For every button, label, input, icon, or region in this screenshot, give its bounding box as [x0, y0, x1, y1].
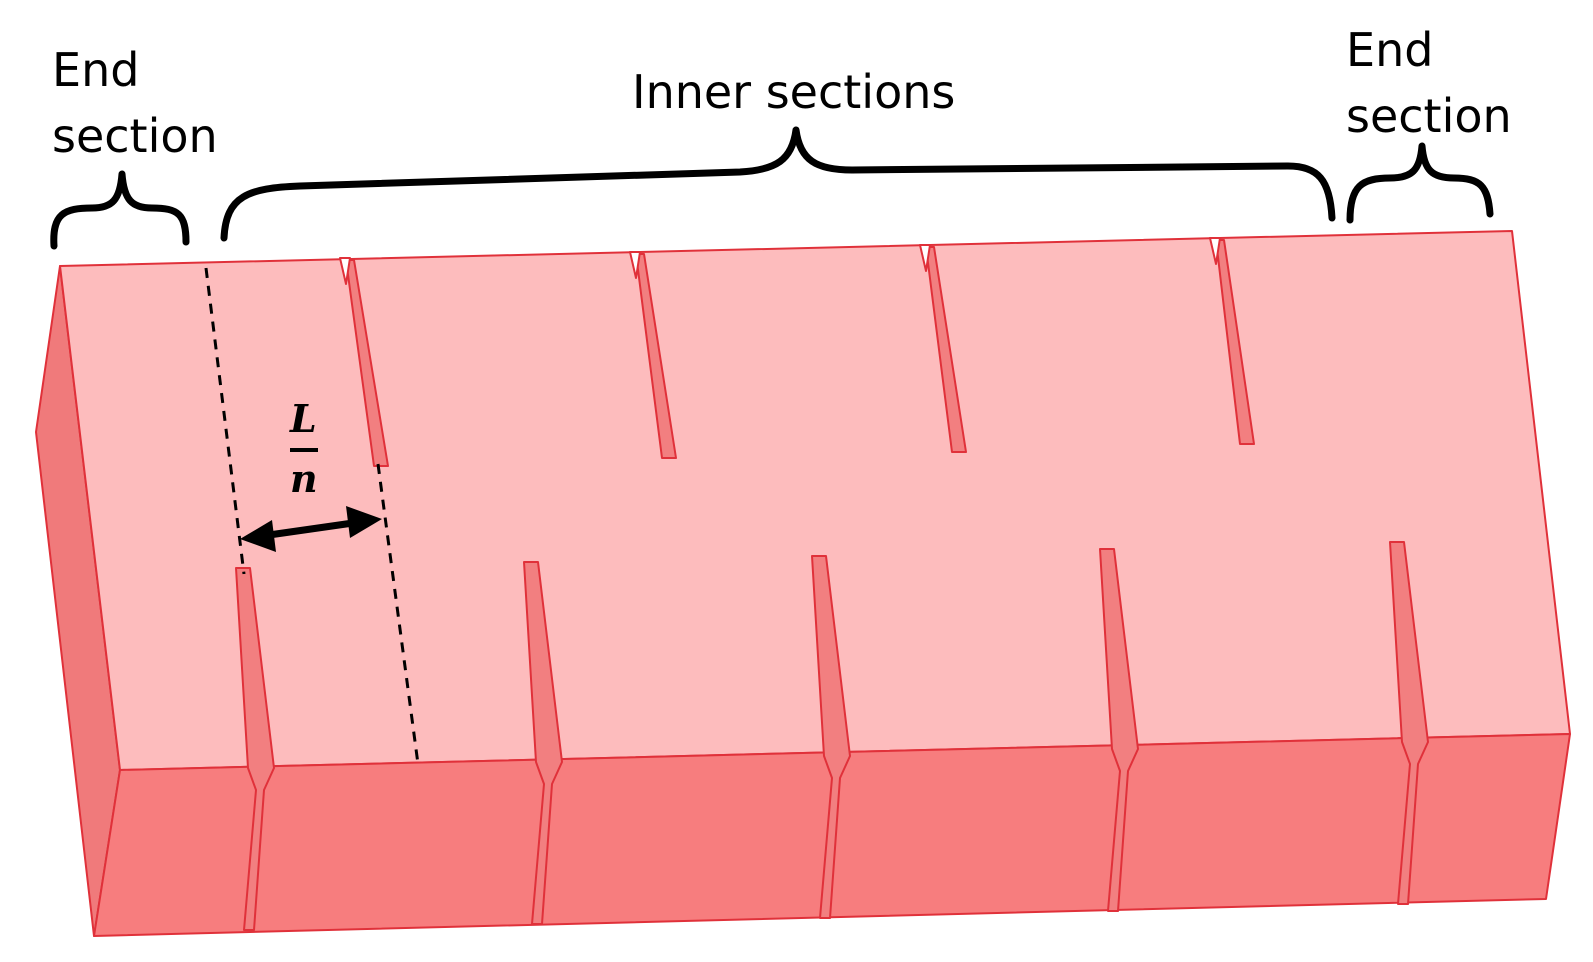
arrow-shaft [261, 518, 361, 540]
beam-top-face [59, 230, 1571, 771]
top-notch [919, 244, 931, 272]
top-notch [1209, 237, 1221, 265]
top-slot-notches [339, 237, 1221, 285]
beam-body [35, 230, 1571, 937]
right-end-brace [1346, 142, 1494, 224]
right-end-label-line2: section [1346, 89, 1512, 143]
arrow-head-right [346, 506, 382, 538]
fraction-denominator: n [290, 456, 318, 501]
bottom-slot [523, 561, 563, 925]
left-end-label-line1: End [52, 43, 139, 97]
fraction-numerator: L [289, 396, 317, 441]
top-slot [345, 259, 389, 467]
top-notch [629, 251, 641, 279]
bottom-slots [235, 541, 1429, 931]
braces [50, 126, 1494, 250]
arrow-head-left [240, 520, 276, 552]
right-end-label-line1: End [1346, 23, 1433, 77]
top-slot [635, 253, 677, 459]
top-slot [925, 246, 967, 453]
section-labels: End section Inner sections End section [52, 23, 1512, 163]
dimension-lines [204, 267, 420, 765]
top-notch [339, 257, 351, 285]
bottom-slot [235, 567, 275, 931]
top-slots [345, 239, 1255, 467]
bottom-slot [811, 555, 851, 919]
inner-sections-label: Inner sections [632, 65, 955, 119]
inner-brace [220, 126, 1336, 242]
dashed-line-right [376, 463, 420, 765]
top-slot [1215, 239, 1255, 445]
double-arrow [240, 506, 382, 552]
bottom-slot [1099, 548, 1139, 912]
fraction-label: L n [289, 396, 318, 501]
left-end-brace [50, 170, 190, 250]
left-end-label-line2: section [52, 109, 218, 163]
bottom-slot [1389, 541, 1429, 905]
dashed-line-left [204, 267, 246, 575]
